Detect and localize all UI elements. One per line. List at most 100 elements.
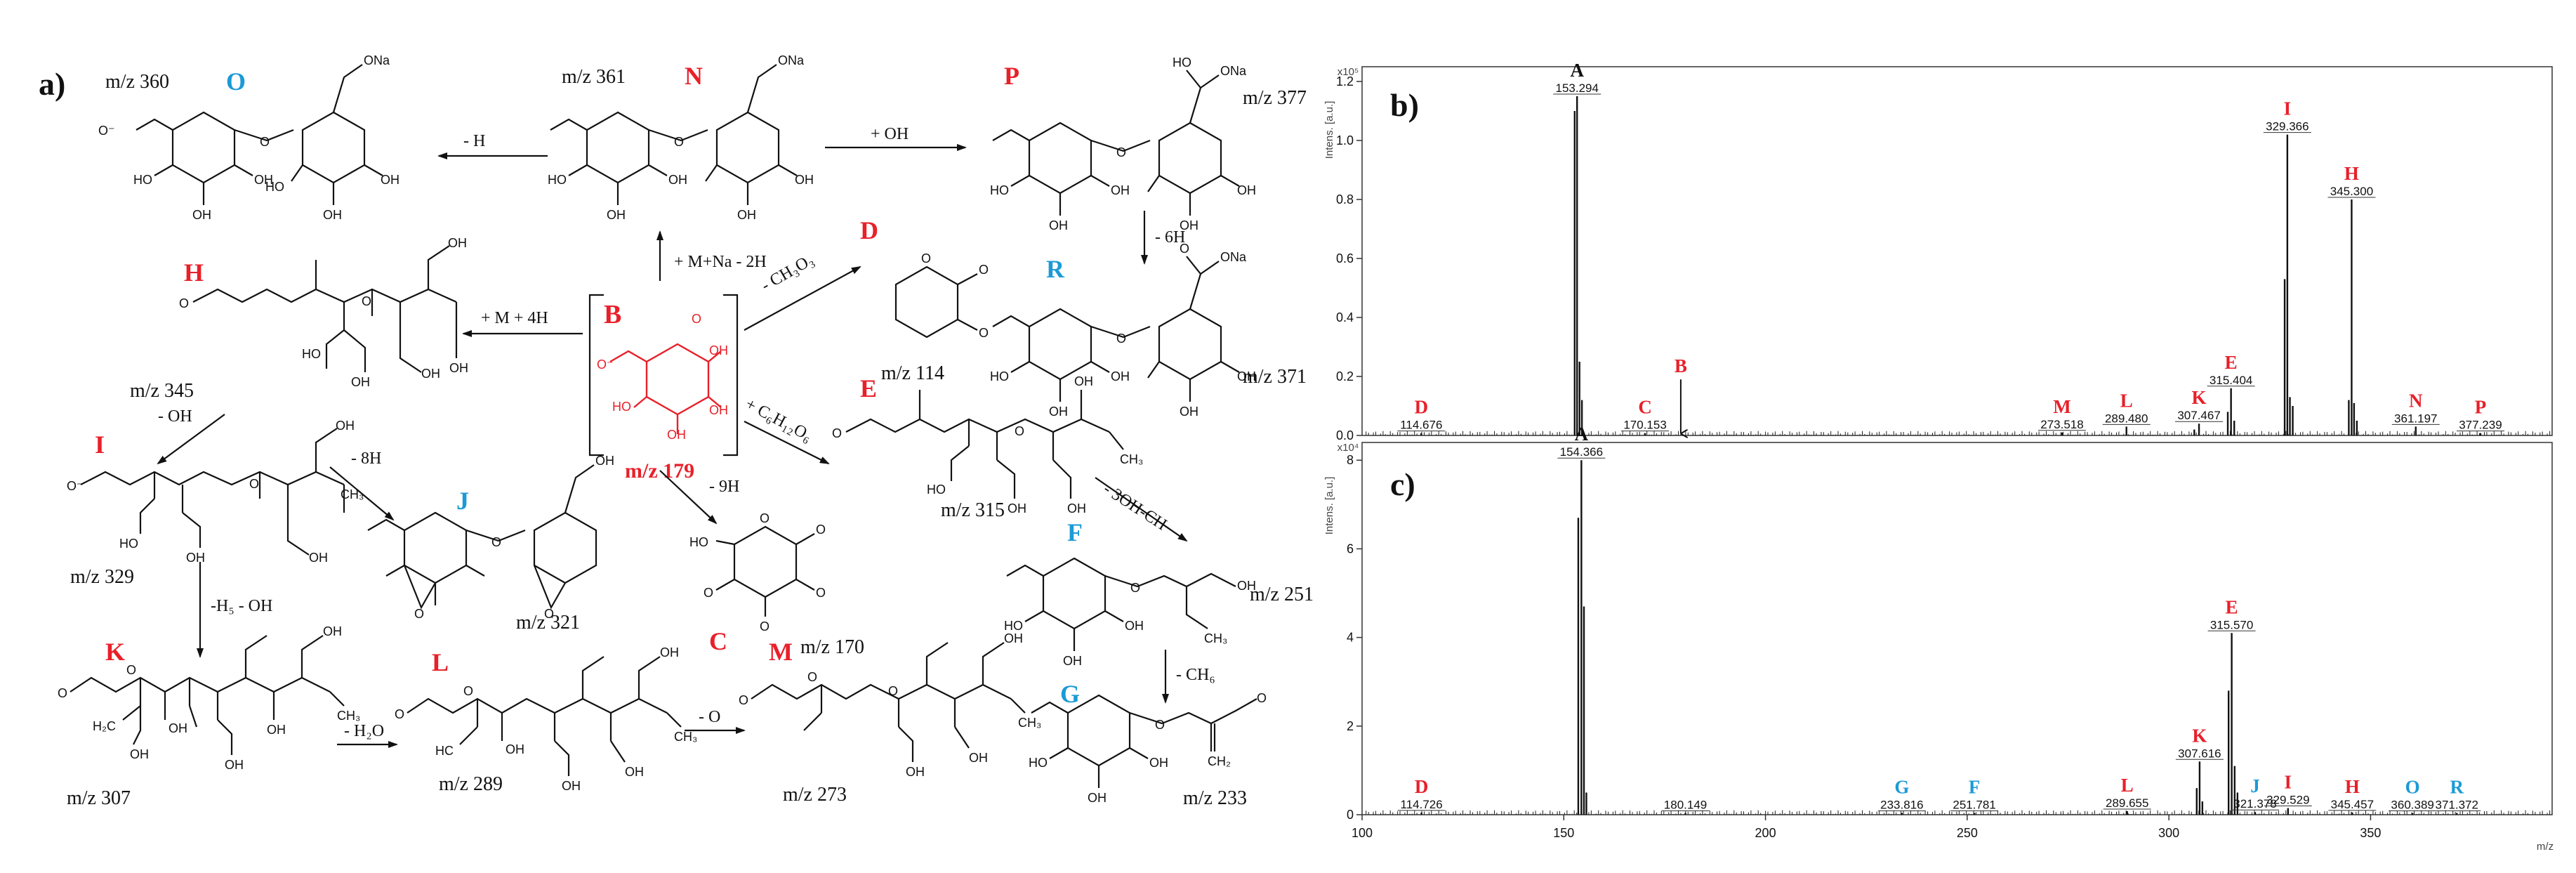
svg-text:ONa: ONa	[1220, 250, 1247, 264]
peak-value-label: 180.149	[1664, 798, 1707, 811]
arrow-label-f-g: - CH₆	[1176, 666, 1215, 684]
x-tick-label: 300	[2158, 826, 2179, 840]
svg-text:OH: OH	[607, 208, 626, 222]
label-j: J	[456, 487, 469, 515]
svg-text:O: O	[414, 607, 424, 621]
arrow-label-b-d: - CH₃O₃	[758, 251, 817, 295]
mz-e: m/z 315	[941, 499, 1005, 521]
svg-text:O: O	[126, 663, 136, 677]
peak-letter: A	[1570, 60, 1584, 81]
svg-text:O: O	[832, 426, 842, 440]
arrow-label-k-l: - H₂O	[344, 722, 384, 740]
peak-letter: B	[1675, 355, 1687, 376]
svg-text:OH: OH	[668, 173, 687, 187]
structure-g: O HO OH OH O CH₂	[1029, 691, 1267, 805]
svg-text:OH: OH	[1004, 631, 1023, 645]
svg-text:O: O	[249, 477, 259, 491]
peak-letter: C	[1638, 397, 1652, 418]
svg-text:O: O	[1015, 424, 1024, 438]
svg-text:O: O	[179, 296, 189, 310]
svg-text:O: O	[888, 684, 898, 698]
svg-text:OH: OH	[186, 551, 205, 565]
peak-value-label: 233.816	[1880, 798, 1923, 811]
svg-text:OH: OH	[1008, 501, 1026, 516]
mz-p: m/z 377	[1243, 87, 1307, 109]
y-tick-label: 0.0	[1336, 428, 1354, 442]
svg-text:OH: OH	[506, 742, 524, 756]
svg-text:ONa: ONa	[1220, 64, 1247, 78]
structure-j: O O O OH	[366, 454, 614, 621]
label-o: O	[226, 67, 246, 96]
arrow-label-n-o: - H	[463, 132, 485, 150]
mz-g: m/z 233	[1183, 787, 1247, 809]
svg-text:HO: HO	[990, 183, 1009, 197]
mz-d: m/z 114	[881, 362, 944, 384]
peak-value-label: 289.480	[2105, 412, 2148, 425]
label-d: D	[860, 216, 878, 244]
peak-value-label: 315.570	[2210, 618, 2253, 631]
svg-text:O: O	[1116, 145, 1126, 159]
svg-text:OH: OH	[1180, 218, 1198, 232]
svg-text:OH: OH	[130, 747, 149, 761]
label-f: F	[1067, 518, 1083, 546]
mz-j: m/z 321	[516, 612, 580, 634]
y-tick-label: 1.2	[1336, 74, 1354, 88]
svg-text:HO: HO	[990, 369, 1009, 383]
svg-text:CH₃: CH₃	[337, 709, 360, 723]
svg-text:O: O	[704, 586, 713, 600]
svg-text:O: O	[463, 684, 473, 698]
svg-text:HC: HC	[435, 744, 454, 758]
svg-text:OH: OH	[709, 343, 728, 357]
svg-text:OH: OH	[192, 208, 211, 222]
mz-h: m/z 345	[130, 380, 194, 402]
svg-text:OH: OH	[1067, 501, 1086, 516]
label-m: M	[769, 638, 793, 666]
arrow-label-e-f: - 3OH-CH	[1100, 480, 1170, 534]
peak-value-label: 329.366	[2266, 120, 2309, 133]
structure-m: O O O OH OH OH CH₃	[739, 631, 1041, 779]
mz-n: m/z 361	[562, 66, 626, 88]
peak-value-label: 114.676	[1400, 419, 1442, 432]
x-axis-label: m/z	[2537, 841, 2554, 853]
label-r: R	[1046, 255, 1065, 283]
svg-text:OH: OH	[309, 551, 328, 565]
panel-label-a: a)	[39, 66, 65, 102]
x-tick-label: 200	[1755, 826, 1776, 840]
label-k: K	[105, 638, 125, 666]
mz-l: m/z 289	[439, 773, 503, 795]
label-l: L	[432, 648, 449, 676]
label-p: P	[1004, 62, 1019, 90]
svg-text:CH₃: CH₃	[674, 730, 697, 744]
peak-letter: D	[1415, 776, 1429, 797]
svg-text:OH: OH	[660, 645, 679, 659]
arrow-label-i-j: - 8H	[351, 449, 381, 468]
structure-d: O O O	[894, 251, 989, 340]
arrow-label-n-p: + OH	[871, 125, 909, 143]
svg-text:O: O	[807, 670, 817, 684]
svg-text:OH: OH	[1088, 791, 1107, 805]
label-b: B	[604, 300, 621, 329]
label-i: I	[95, 431, 105, 459]
svg-text:OH: OH	[1149, 756, 1168, 770]
y-multiplier: x10⁵	[1337, 66, 1359, 78]
peak-letter: F	[1969, 776, 1981, 797]
svg-text:OH: OH	[169, 721, 187, 735]
panel-label: b)	[1390, 87, 1419, 123]
plot-frame	[1361, 442, 2553, 815]
svg-text:HO: HO	[689, 535, 708, 549]
mz-r: m/z 371	[1243, 366, 1307, 388]
svg-text:HO: HO	[133, 173, 152, 187]
svg-text:O: O	[1257, 691, 1267, 705]
peak-value-label: 345.457	[2331, 798, 2374, 811]
svg-text:O: O	[1180, 242, 1189, 256]
svg-text:OH: OH	[667, 428, 686, 442]
structure-r: O HO OH OH OH OH O ONa	[990, 242, 1256, 419]
svg-text:HO: HO	[1004, 619, 1023, 633]
svg-text:O: O	[544, 607, 554, 621]
mz-k: m/z 307	[67, 787, 131, 809]
svg-text:ONa: ONa	[778, 53, 805, 67]
svg-text:HO: HO	[119, 537, 138, 551]
svg-text:OH: OH	[1111, 369, 1130, 383]
svg-text:O: O	[58, 686, 67, 700]
svg-text:O: O	[921, 251, 931, 265]
